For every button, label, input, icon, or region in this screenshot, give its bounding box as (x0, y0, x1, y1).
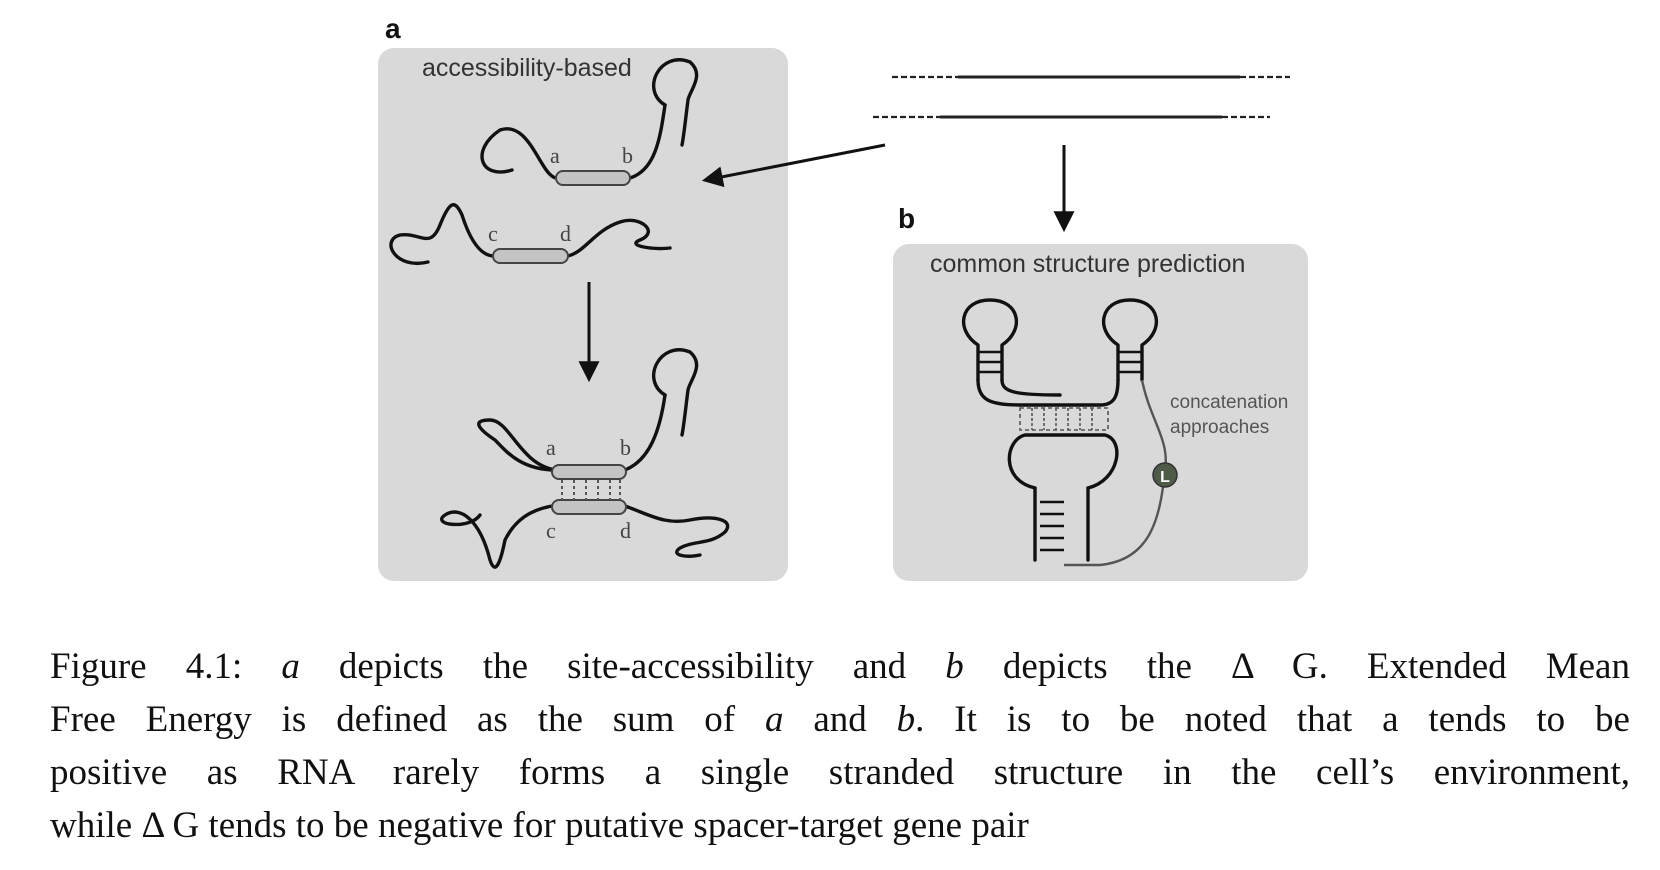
linker-icon (1152, 462, 1178, 488)
site-label-c: c (488, 221, 498, 246)
figure-4-1: a accessibility-based a b c d (378, 13, 1308, 581)
rna-rna-complex: a b c d (440, 348, 730, 569)
linker-symbol: L (1160, 469, 1170, 486)
rna-strand-ab: a b (480, 58, 699, 186)
site-label-b: b (622, 143, 633, 168)
bound-label-d: d (620, 518, 631, 543)
bound-label-c: c (546, 518, 556, 543)
panel-a-title: accessibility-based (422, 54, 632, 82)
note-line-2: approaches (1170, 417, 1269, 438)
figure-caption: Figure 4.1: a depicts the site-accessibi… (50, 640, 1630, 852)
caption-line-4: while Δ G tends to be negative for putat… (50, 805, 1029, 846)
site-label-a: a (550, 143, 560, 168)
panel-b-background (893, 244, 1308, 581)
panel-a-letter: a (385, 13, 401, 44)
note-line-1: concatenation (1170, 392, 1288, 413)
bound-label-b: b (620, 435, 631, 460)
bound-label-a: a (546, 435, 556, 460)
panel-b-letter: b (898, 203, 915, 234)
panel-a-background (378, 48, 788, 581)
site-label-d: d (560, 221, 571, 246)
common-structure-diagram: L concatenation approaches (961, 298, 1288, 567)
site-cd-duplex (492, 248, 569, 264)
caption-line-2: Free Energy is defined as the sum of a a… (50, 699, 1630, 740)
panel-b-title: common structure prediction (930, 250, 1245, 278)
input-sequences (873, 75, 1290, 119)
site-ab-duplex (555, 170, 631, 186)
arrow-left-icon (701, 143, 886, 188)
rna-strand-cd: c d (389, 203, 672, 266)
caption-line-1: Figure 4.1: a depicts the site-accessibi… (50, 646, 1630, 687)
caption-line-3: positive as RNA rarely forms a single st… (50, 752, 1630, 793)
